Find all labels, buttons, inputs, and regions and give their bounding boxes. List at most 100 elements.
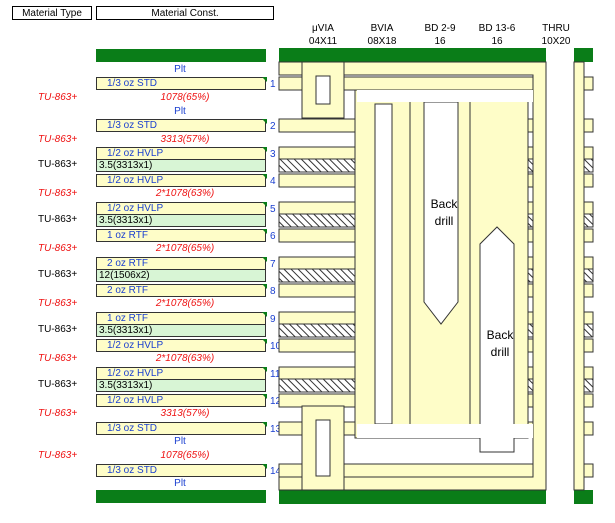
buried-via-hole [374,103,393,425]
inner-gap-top [357,90,533,102]
prepreg-type-5: TU-863+ [38,353,78,364]
layer-marker-icon [262,422,267,427]
copper-layer-1: 1/3 oz STD [96,77,266,90]
layer-number-5: 5 [270,204,276,215]
inner-gap-bottom [357,424,533,438]
solder-mask-top-thru [574,48,593,62]
core-2: 12(1506x2) [96,269,266,282]
core-1: 3.5(3313x1) [96,214,266,227]
column-header-1: BVIA 08X18 [356,22,408,48]
layer-marker-icon [262,367,267,372]
thru-barrel-plating [573,61,585,491]
prepreg-const-0: 1078(65%) [160,92,210,103]
solder-mask-bottom [279,490,546,504]
prepreg-const-2: 2*1078(63%) [155,188,215,199]
prepreg-const-5: 2*1078(63%) [155,353,215,364]
prepreg-type-4: TU-863+ [38,298,78,309]
layer-number-2: 2 [270,121,276,132]
backdrill-1-line2: drill [434,214,454,228]
prepreg-const-7: 1078(65%) [160,450,210,461]
copper-layer-10: 1/2 oz HVLP [96,339,266,352]
layer-marker-icon [262,77,267,82]
prepreg-type-3: TU-863+ [38,243,78,254]
core-type-4: TU-863+ [38,379,78,390]
core-type-1: TU-863+ [38,214,78,225]
plating-label-0: Plt [174,64,186,75]
layer-number-4: 4 [270,176,276,187]
prepreg-type-0: TU-863+ [38,92,78,103]
backdrill-2-label: Back drill [476,327,524,361]
prepreg-type-6: TU-863+ [38,408,78,419]
layer-marker-icon [262,174,267,179]
prepreg-type-1: TU-863+ [38,134,78,145]
layer-marker-icon [262,284,267,289]
prepreg-type-2: TU-863+ [38,188,78,199]
layer-marker-icon [262,257,267,262]
core-type-0: TU-863+ [38,159,78,170]
column-name: BVIA [370,23,394,34]
layer-number-13: 13 [270,424,282,435]
prepreg-const-1: 3313(57%) [160,134,210,145]
copper-layer-2: 1/3 oz STD [96,119,266,132]
layer-marker-icon [262,202,267,207]
layer-number-12: 12 [270,396,282,407]
layer-number-7: 7 [270,259,276,270]
prepreg-type-7: TU-863+ [38,450,78,461]
material-const-header: Material Const. [96,6,274,20]
copper-layer-14: 1/3 oz STD [96,464,266,477]
copper-layer-13: 1/3 oz STD [96,422,266,435]
plating-label-3: Plt [174,478,186,489]
column-size: 04X11 [308,36,338,47]
core-4: 3.5(3313x1) [96,379,266,392]
layer-number-9: 9 [270,314,276,325]
copper-layer-8: 2 oz RTF [96,284,266,297]
solder-mask-bottom-thru [574,490,593,504]
layer-marker-icon [262,394,267,399]
column-size: 08X18 [367,36,397,47]
column-header-2: BD 2-9 16 [414,22,466,48]
layer-number-14: 14 [270,466,282,477]
core-3: 3.5(3313x1) [96,324,266,337]
solder-mask-bottom-left [96,490,266,503]
plating-label-1: Plt [174,106,186,117]
column-name: μVIA [312,23,334,34]
copper-layer-12: 1/2 oz HVLP [96,394,266,407]
backdrill-2-shape [479,226,515,453]
microvia-hole-1 [315,419,331,477]
layer-number-10: 10 [270,341,282,352]
outer-plating [278,61,547,491]
backdrill-2-line1: Back [486,328,514,342]
copper-layer-4: 1/2 oz HVLP [96,174,266,187]
layer-number-8: 8 [270,286,276,297]
layer-number-1: 1 [270,79,276,90]
microvia-hole-0 [315,75,331,105]
layer-marker-icon [262,119,267,124]
layer-marker-icon [262,147,267,152]
layer-marker-icon [262,339,267,344]
core-0: 3.5(3313x1) [96,159,266,172]
column-name: BD 13-6 [478,23,516,34]
layer-number-3: 3 [270,149,276,160]
solder-mask-top-left [96,49,266,62]
backdrill-2-line2: drill [490,345,510,359]
column-name: BD 2-9 [424,23,456,34]
layer-marker-icon [262,312,267,317]
prepreg-const-6: 3313(57%) [160,408,210,419]
column-size: 16 [434,36,446,47]
column-size: 10X20 [541,36,571,47]
core-type-3: TU-863+ [38,324,78,335]
layer-marker-icon [262,464,267,469]
backdrill-1-line1: Back [430,197,458,211]
column-header-0: μVIA 04X11 [297,22,349,48]
layer-number-6: 6 [270,231,276,242]
core-type-2: TU-863+ [38,269,78,280]
layer-number-11: 11 [270,369,281,380]
copper-layer-6: 1 oz RTF [96,229,266,242]
layer-marker-icon [262,229,267,234]
material-type-header: Material Type [12,6,92,20]
solder-mask-top [279,48,546,62]
prepreg-const-4: 2*1078(65%) [155,298,215,309]
